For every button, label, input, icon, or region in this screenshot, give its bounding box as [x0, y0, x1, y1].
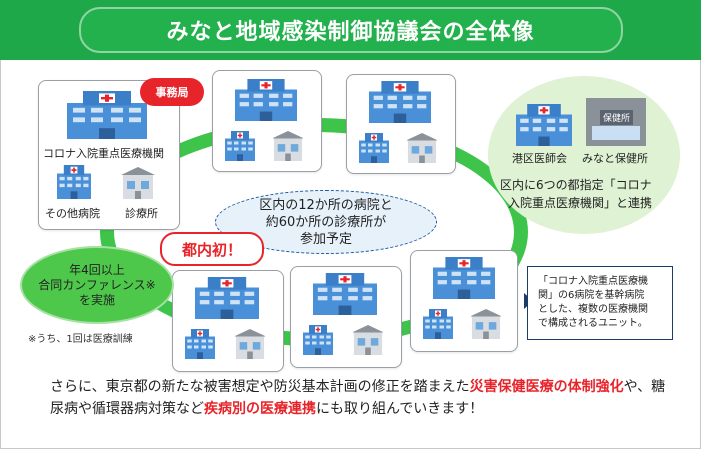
- hospital-icon: [185, 329, 215, 359]
- clinic-icon: [471, 309, 501, 339]
- hospital-unit-card: [212, 70, 322, 172]
- hospital-icon: [369, 81, 431, 123]
- health-center-sign: 保健所: [600, 110, 634, 125]
- hospital-icon: [225, 131, 255, 161]
- hospital-unit-card: [410, 250, 518, 352]
- info-line-1: 「コロナ入院重点医療機: [538, 276, 648, 287]
- clinic-icon: [235, 329, 265, 359]
- center-line-3: 参加予定: [299, 231, 352, 247]
- other-hospital-label: その他病院: [45, 207, 100, 220]
- health-center-icon: 保健所: [586, 98, 646, 146]
- clinic-icon: [121, 167, 155, 199]
- health-center-label: みなと保健所: [582, 152, 648, 165]
- hospital-unit-card: [172, 270, 284, 372]
- center-line-2: 約60か所の診療所が: [265, 214, 387, 230]
- corona-hospital-label: コロナ入院重点医療機関: [43, 147, 164, 160]
- clinic-label: 診療所: [125, 207, 158, 220]
- info-line-3: とした、複数の医療機関: [538, 304, 648, 315]
- hospital-icon: [195, 277, 259, 319]
- bottom-part-3: や、糖尿病や循環器病対策など: [50, 379, 666, 417]
- hospital-icon: [433, 257, 495, 299]
- bottom-part-5: にも取り組んでいきます！: [316, 401, 484, 417]
- hospital-icon: [313, 273, 377, 315]
- conference-note: ※うち、1回は医療訓練: [28, 334, 133, 345]
- right-oval-line-1: 区内に6つの都指定「コロナ: [500, 178, 652, 192]
- clinic-icon: [273, 131, 303, 161]
- conference-line-2: 合同カンファレンス※: [38, 277, 156, 292]
- clinic-icon: [407, 133, 437, 163]
- health-center-windows: [592, 126, 640, 140]
- hospital-unit-card: [290, 266, 402, 368]
- unit-definition-box: 「コロナ入院重点医療機 関」の6病院を基幹病院 とした、複数の医療機関 で構成さ…: [527, 266, 673, 340]
- info-line-4: で構成されるユニット。: [538, 318, 648, 329]
- conference-line-1: 年4回以上: [69, 262, 125, 277]
- secretariat-badge: 事務局: [140, 78, 204, 106]
- bottom-statement: さらに、東京都の新たな被害想定や防災基本計画の修正を踏まえた災害保健医療の体制強…: [50, 376, 670, 420]
- medical-association-label: 港区医師会: [512, 152, 567, 165]
- title-bar: みなと地域感染制御協議会の全体像: [0, 0, 701, 60]
- hospital-icon: [359, 133, 389, 163]
- hospital-icon: [235, 79, 297, 121]
- partner-oval: [488, 76, 680, 234]
- hospital-icon: [303, 325, 333, 355]
- bottom-emphasis-2: 疾病別の医療連携: [204, 401, 316, 417]
- medical-association-building-icon: [516, 104, 572, 146]
- clinic-icon: [353, 325, 383, 355]
- center-line-1: 区内の12か所の病院と: [259, 197, 393, 213]
- conference-oval: 年4回以上 合同カンファレンス※ を実施: [20, 246, 174, 324]
- conference-line-3: を実施: [78, 292, 115, 307]
- bottom-part-1: さらに、東京都の新たな被害想定や防災基本計画の修正を踏まえた: [50, 379, 470, 395]
- hospital-icon: [423, 309, 453, 339]
- hospital-icon: [57, 165, 91, 199]
- info-line-2: 関」の6病院を基幹病院: [538, 290, 645, 301]
- hospital-icon: [67, 91, 147, 139]
- right-oval-line-2: 入院重点医療機関」と連携: [508, 196, 653, 210]
- hospital-unit-card: [346, 74, 456, 174]
- page-title: みなと地域感染制御協議会の全体像: [78, 7, 623, 53]
- bottom-emphasis-1: 災害保健医療の体制強化: [469, 379, 624, 395]
- first-in-tokyo-badge: 都内初！: [160, 232, 264, 266]
